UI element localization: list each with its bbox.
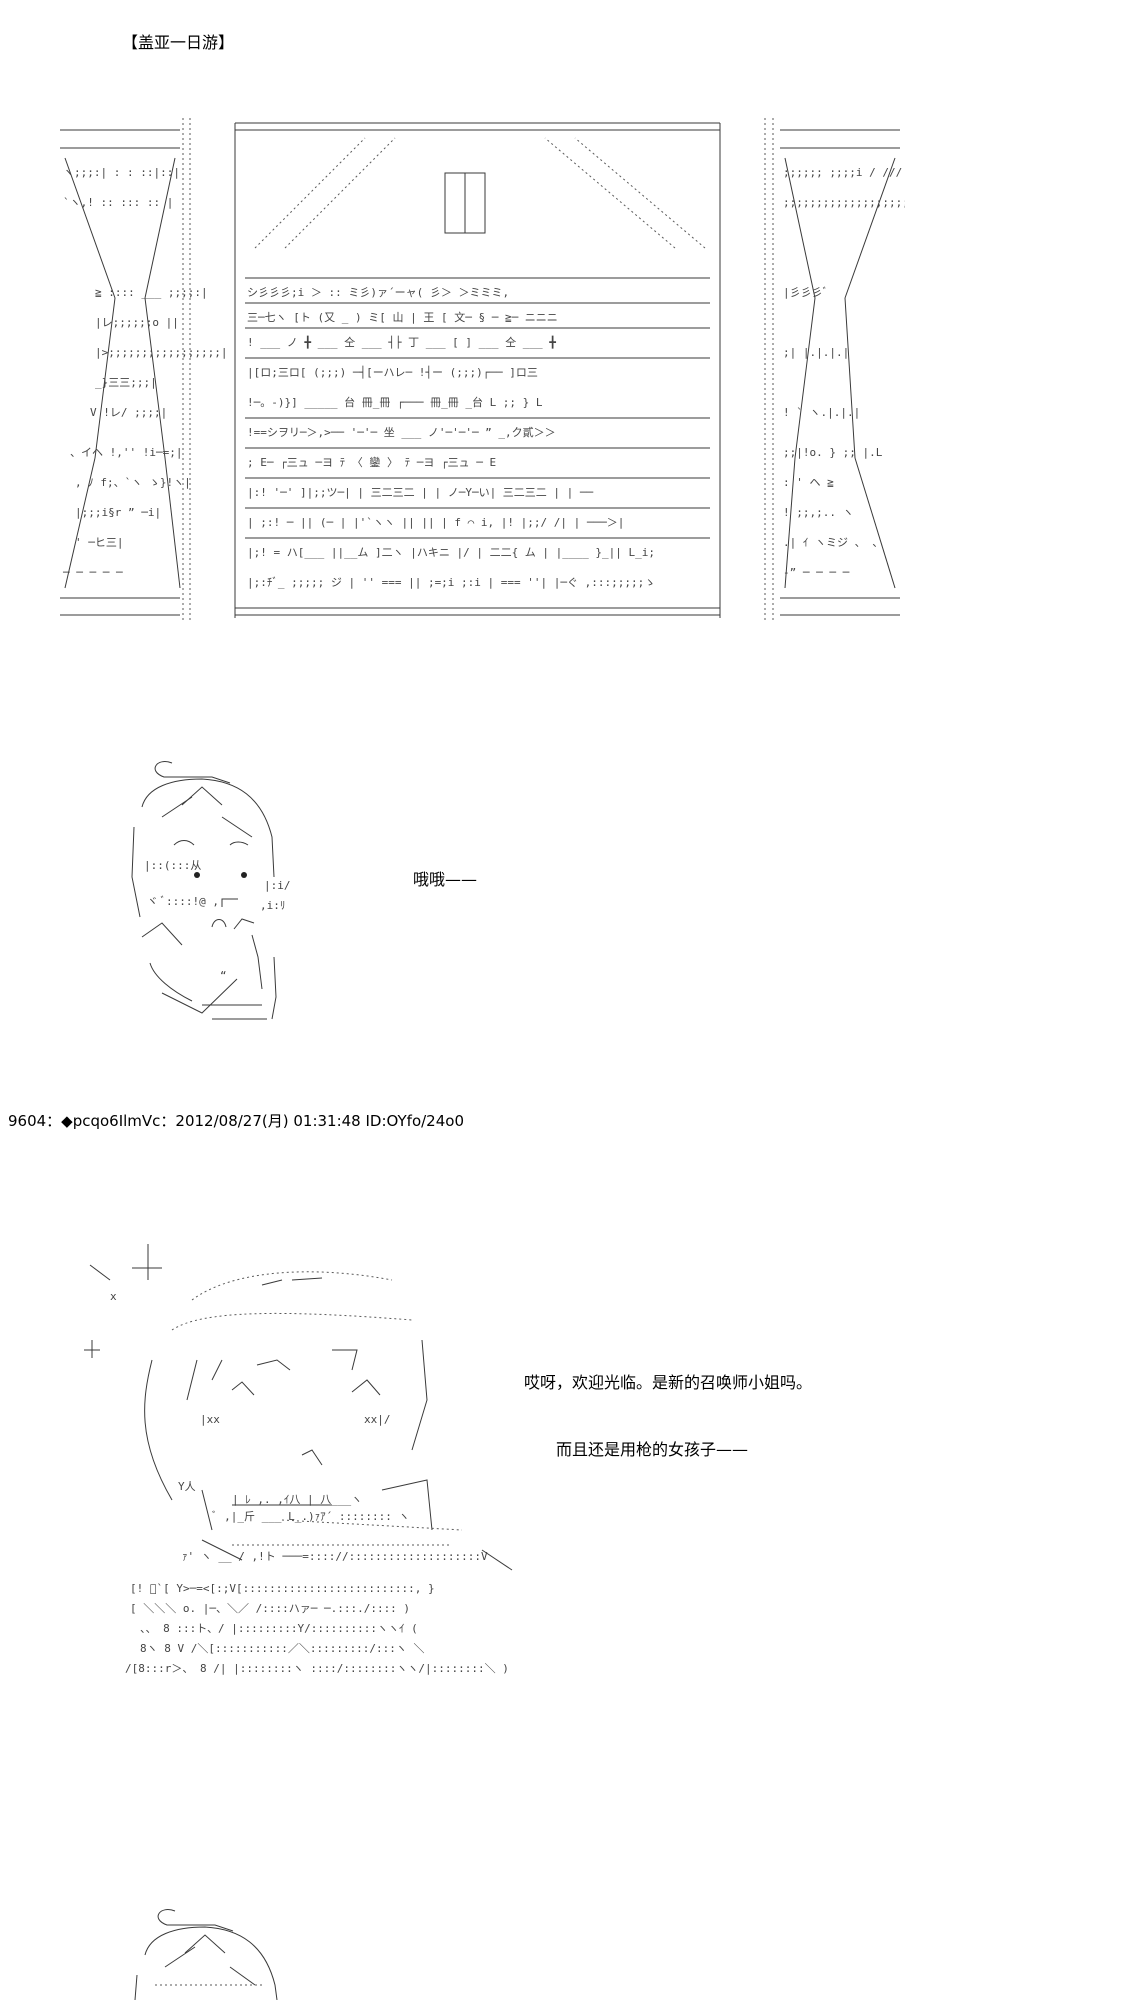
- svg-text:ヽ;;;:| : : ::|::|: ヽ;;;:| : : ::|::|: [63, 166, 180, 179]
- svg-text:ヾ ﾞ::::!@ ,: ヾ ﾞ::::!@ ,: [147, 895, 219, 908]
- svg-text:|::(:::从: |::(:::从: [144, 859, 201, 872]
- svg-text:8ヽ 8 V /＼[:::::::::::／＼:: 8ヽ 8 V /＼[:::::::::::／＼:::::::::/:::ヽ ＼: [140, 1642, 425, 1655]
- svg-text:Y人: Y人: [178, 1480, 196, 1493]
- svg-text:ｧ' ヽ __ / ,!ト ───=:::://::::::: ｧ' ヽ __ / ,!ト ───=:::://::::::::::::::::…: [182, 1550, 488, 1563]
- page-title: 【盖亚一日游】: [122, 33, 235, 52]
- svg-text:|xx: |xx: [200, 1413, 220, 1426]
- character-ascii-art-2: x |xx xx|/ Y人 | ﾚ ,. ,ｲ八 | 八___ヽ ﾞ ,|_斤 …: [82, 1240, 542, 1580]
- svg-text:[! ﾞ`[ Y>─=<[:;V[:::::::::::: [! ﾞ`[ Y>─=<[:;V[:::::::::::::::::::::::…: [130, 1582, 435, 1595]
- svg-text:;;;;;;;;;;;;;;;;;;;; ////: ;;;;;;;;;;;;;;;;;;;; ////: [783, 196, 905, 209]
- svg-text:! ;;,;.. ヽ: ! ;;,;.. ヽ: [783, 506, 854, 519]
- svg-text:|:! '─' ]|;;ツ─| | 三二三二 | | ノ─Y: |:! '─' ]|;;ツ─| | 三二三二 | | ノ─Y─い| 三二三二 |…: [247, 486, 594, 499]
- svg-text:|レ;;;;;;o ||: |レ;;;;;;o ||: [95, 316, 179, 329]
- post-header: 9604：◆pcqo6IlmVc：2012/08/27(月) 01:31:48 …: [8, 1112, 464, 1130]
- svg-text:─ ─ ─ ─ ─: ─ ─ ─ ─ ─: [62, 566, 123, 579]
- svg-text:| ﾚ ,. ,ｲ八 | 八___ヽ: | ﾚ ,. ,ｲ八 | 八___ヽ: [232, 1493, 362, 1506]
- svg-text:V !レ/ ;;;;|: V !レ/ ;;;;|: [90, 406, 167, 419]
- svg-text:_}三三;;;|: _}三三;;;|: [95, 376, 157, 389]
- svg-text:,i:ﾘ: ,i:ﾘ: [260, 899, 285, 912]
- svg-text:.| ｲ ヽミジ 、 、: .| ｲ ヽミジ 、 、: [783, 536, 883, 549]
- svg-text:xx|/: xx|/: [364, 1413, 391, 1426]
- svg-text:;| |.|.|.|: ;| |.|.|.|: [783, 346, 849, 359]
- svg-text:!==シヲリ─＞,>── '─'─ 坐 ___ ノ'─'─': !==シヲリ─＞,>── '─'─ 坐 ___ ノ'─'─'─ ” _,ク貳＞＞: [247, 425, 556, 439]
- svg-text:`ヽ,! :: ::: :: |: `ヽ,! :: ::: :: |: [63, 196, 173, 209]
- svg-text:|彡彡彡ﾞ: |彡彡彡ﾞ: [783, 286, 828, 299]
- dialogue-spear-girl: 而且还是用枪的女孩子——: [556, 1440, 749, 1459]
- svg-text:|:i/: |:i/: [264, 879, 291, 892]
- svg-text:|>;;;;;;;;;;;;;;;;;|: |>;;;;;;;;;;;;;;;;;|: [95, 346, 227, 359]
- svg-text:≧ :::: ___ ;;;;:|: ≧ :::: ___ ;;;;:|: [95, 286, 208, 299]
- svg-text:;;;;;; ;;;;i / ///: ;;;;;; ;;;;i / ///: [783, 166, 902, 179]
- svg-text:' ─ヒ三|: ' ─ヒ三|: [75, 536, 124, 549]
- svg-text:/[8:::r＞、 8 /| |::::::::ヽ :::: /[8:::r＞、 8 /| |::::::::ヽ ::::/::::::::ヽ…: [125, 1662, 509, 1675]
- svg-text:ﾞ ,|_斤 ___ L_.)ｧｱ´ :::::::: ヽ: ﾞ ,|_斤 ___ L_.)ｧｱ´ :::::::: ヽ: [212, 1510, 409, 1523]
- character-ascii-art-2-lower: [! ﾞ`[ Y>─=<[:;V[:::::::::::::::::::::::…: [120, 1580, 550, 1700]
- svg-text:: ' ヘ ≧: : ' ヘ ≧: [783, 476, 834, 489]
- svg-text:;;|!o. } ;; |.L: ;;|!o. } ;; |.L: [783, 446, 883, 459]
- svg-text:x: x: [110, 1290, 117, 1303]
- svg-text:|;! = ハ[___ ||__ム ]二ヽ |ハキニ |/: |;! = ハ[___ ||__ム ]二ヽ |ハキニ |/ | 二二{ ム | …: [247, 546, 655, 559]
- svg-text:; E─ ┌三ュ ─ヨ ﾃ 〈 鑾 〉 ﾃ ─ヨ: ; E─ ┌三ュ ─ヨ ﾃ 〈 鑾 〉 ﾃ ─ヨ ┌三ュ ─ E: [247, 455, 496, 469]
- svg-text:“: “: [220, 969, 227, 982]
- svg-text:三─七ヽ [ト (又 _ ) ミ[ 山 | 王 [ 文─: 三─七ヽ [ト (又 _ ) ミ[ 山 | 王 [ 文─ § ─ ≧─ ニニニ: [247, 310, 558, 324]
- shop-interior-ascii-art: シ彡彡彡;i ＞ :: ミ彡)ァ´ーャ( 彡＞ ＞ミミミ, 三─七ヽ [ト (又…: [55, 118, 905, 628]
- svg-text:シ彡彡彡;i ＞ :: ミ彡)ァ´ーャ( 彡＞ ＞ミミミ: シ彡彡彡;i ＞ :: ミ彡)ァ´ーャ( 彡＞ ＞ミミミ,: [247, 286, 509, 299]
- svg-text:, ﾉ f;、`ヽ ゝ}!ヽ|: , ﾉ f;、`ヽ ゝ}!ヽ|: [75, 476, 191, 489]
- svg-text:-” ─ ─ ─ ─: -” ─ ─ ─ ─: [783, 566, 850, 579]
- svg-text:、、 8 :::ト、/ |:::::::::Y/:: 、、 8 :::ト、/ |:::::::::Y/::::::::::ヽヽｲ (: [140, 1622, 418, 1635]
- svg-text:! ___ ノ ╋ ___ 仝 ___ ┤├ 丁 ___: ! ___ ノ ╋ ___ 仝 ___ ┤├ 丁 ___ [ ] ___ 仝 _…: [247, 335, 556, 349]
- svg-text:|[ロ;三ロ[ (;;;) ─┤[ーハレ─ !┤ー: |[ロ;三ロ[ (;;;) ─┤[ーハレ─ !┤ー (;;;)┌── ]ロ三: [247, 365, 538, 379]
- svg-text:!─。-)}] _____ 台 冊_冊 ┌─── 冊_冊 _: !─。-)}] _____ 台 冊_冊 ┌─── 冊_冊 _台 L ;; } L: [247, 395, 543, 409]
- dialogue-oh: 哦哦——: [413, 870, 478, 889]
- svg-text:! ` ヽ.|.|.|: ! ` ヽ.|.|.|: [783, 406, 860, 419]
- svg-text:|;;;i§r ” ─i|: |;;;i§r ” ─i|: [75, 506, 161, 519]
- svg-text:[ ＼＼＼ o. |─、＼／ /::::ハァ─ ─.:::.: [ ＼＼＼ o. |─、＼／ /::::ハァ─ ─.:::./:::: ): [130, 1602, 410, 1615]
- character-ascii-art-3: [95, 1905, 335, 2000]
- svg-text:|;:ﾁﾞ_ ;;;;; ジ | '' === || ;=: |;:ﾁﾞ_ ;;;;; ジ | '' === || ;=;i ;:i | ==…: [247, 576, 655, 589]
- dialogue-welcome: 哎呀，欢迎光临。是新的召唤师小姐吗。: [524, 1373, 813, 1392]
- character-ascii-art-1: |::(:::从 ヾ ﾞ::::!@ , |:i/ ,i:ﾘ “: [62, 757, 312, 1027]
- svg-text:| ;:! ─ || (─ | |'`ヽヽ || || |: | ;:! ─ || (─ | |'`ヽヽ || || | f ⌒ i, |! …: [247, 516, 624, 529]
- svg-text:、イヘ !,'' !i─=;|: 、イヘ !,'' !i─=;|: [70, 446, 182, 459]
